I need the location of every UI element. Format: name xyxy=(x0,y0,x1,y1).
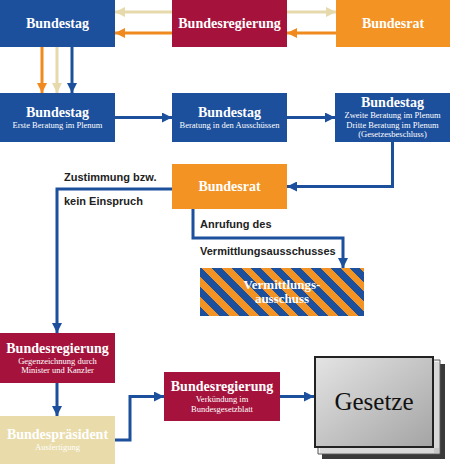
process-box: BundespräsidentAusfertigung xyxy=(0,416,115,464)
flow-arrow xyxy=(287,116,335,119)
node-content: Bundesrat xyxy=(336,0,450,47)
flow-arrow xyxy=(57,189,172,333)
node-subtitle: Gegenzeichnung durch Minister und Kanzle… xyxy=(5,357,110,376)
edge-label: Zustimmung bzw. kein Einspruch xyxy=(64,165,172,213)
node-title: Bundesregierung xyxy=(171,379,273,394)
process-box: BundestagErste Beratung im Plenum xyxy=(0,93,115,142)
book-cover xyxy=(315,357,433,447)
node-content: BundestagBeratung in den Ausschüssen xyxy=(172,93,287,142)
book-shape: Gesetze xyxy=(314,356,446,460)
flow-arrow xyxy=(280,395,314,398)
page-edge xyxy=(320,451,439,452)
node-subtitle: Verkündung im Bundesgesetzblatt xyxy=(169,395,275,414)
node-content: BundesregierungGegenzeichnung durch Mini… xyxy=(0,333,115,383)
node-title: Bundestag xyxy=(26,105,89,120)
process-box: BundestagZweite Beratung im Plenum Dritt… xyxy=(335,93,450,142)
flow-arrow xyxy=(287,32,336,35)
page-edge xyxy=(320,453,439,454)
flow-arrow xyxy=(56,383,59,416)
process-box: Bundestag xyxy=(0,0,115,47)
node-content: Gesetze xyxy=(314,356,434,448)
process-box: Bundesregierung xyxy=(172,0,287,47)
node-content: Bundestag xyxy=(0,0,115,47)
node-content: BundestagZweite Beratung im Plenum Dritt… xyxy=(335,93,450,142)
node-content: Bundesrat xyxy=(172,164,287,209)
page-edge xyxy=(437,362,438,453)
node-title: Bundestag xyxy=(198,105,261,120)
node-title: Bundesregierung xyxy=(178,16,280,31)
node-subtitle: Zweite Beratung im Plenum Dritte Beratun… xyxy=(340,111,445,140)
node-title: Bundestag xyxy=(26,16,89,31)
process-box: BundesregierungVerkündung im Bundesgeset… xyxy=(164,372,280,421)
flow-arrow xyxy=(287,11,336,14)
striped-box: Vermittlungs- ausschuss xyxy=(200,268,364,316)
flow-arrow xyxy=(193,209,343,268)
page-edge xyxy=(320,449,439,450)
process-box: BundesregierungGegenzeichnung durch Mini… xyxy=(0,333,115,383)
node-subtitle: Ausfertigung xyxy=(35,443,80,453)
flow-arrow xyxy=(115,32,172,35)
node-subtitle: Erste Beratung im Plenum xyxy=(13,121,103,131)
node-content: BundestagErste Beratung im Plenum xyxy=(0,93,115,142)
node-title: Bundestag xyxy=(361,95,424,110)
node-title: Vermittlungs- ausschuss xyxy=(235,278,330,306)
flow-arrow xyxy=(115,397,164,441)
node-content: Vermittlungs- ausschuss xyxy=(200,268,364,316)
flow-arrow xyxy=(115,116,172,119)
node-content: Bundesregierung xyxy=(172,0,287,47)
page-edge xyxy=(439,362,440,453)
node-content: BundesregierungVerkündung im Bundesgeset… xyxy=(164,372,280,421)
node-title: Bundesrat xyxy=(362,16,424,31)
node-subtitle: Beratung in den Ausschüssen xyxy=(180,121,280,131)
node-title: Bundesregierung xyxy=(6,341,108,356)
node-title: Bundespräsident xyxy=(7,427,108,442)
page-edge xyxy=(435,362,436,453)
edge-label: Anrufung des Vermittlungsausschusses xyxy=(200,211,360,265)
flow-arrow xyxy=(71,47,74,93)
flow-arrow xyxy=(287,142,393,187)
node-title: Gesetze xyxy=(334,388,413,416)
process-box: Bundesrat xyxy=(336,0,450,47)
process-box: BundestagBeratung in den Ausschüssen xyxy=(172,93,287,142)
flow-arrow xyxy=(56,47,59,93)
flow-arrow xyxy=(41,47,44,93)
flow-arrow xyxy=(115,11,172,14)
node-content: BundespräsidentAusfertigung xyxy=(0,416,115,464)
node-title: Bundesrat xyxy=(198,179,260,194)
process-box: Bundesrat xyxy=(172,164,287,209)
